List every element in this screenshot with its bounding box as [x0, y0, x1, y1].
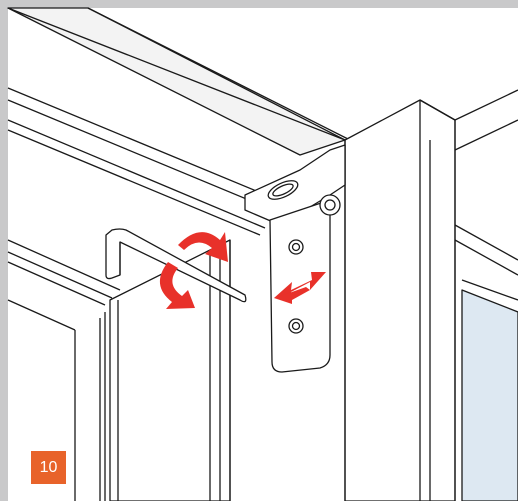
- corner-post: [109, 239, 231, 501]
- step-number-badge: 10: [31, 451, 66, 484]
- back-wall: [7, 239, 121, 501]
- adjust-double-arrow-icon: [274, 272, 326, 304]
- allen-key-icon: [105, 228, 247, 303]
- glass-pane: [461, 289, 518, 501]
- rotate-arrow-icon: [159, 232, 228, 309]
- side-frame: [344, 89, 518, 501]
